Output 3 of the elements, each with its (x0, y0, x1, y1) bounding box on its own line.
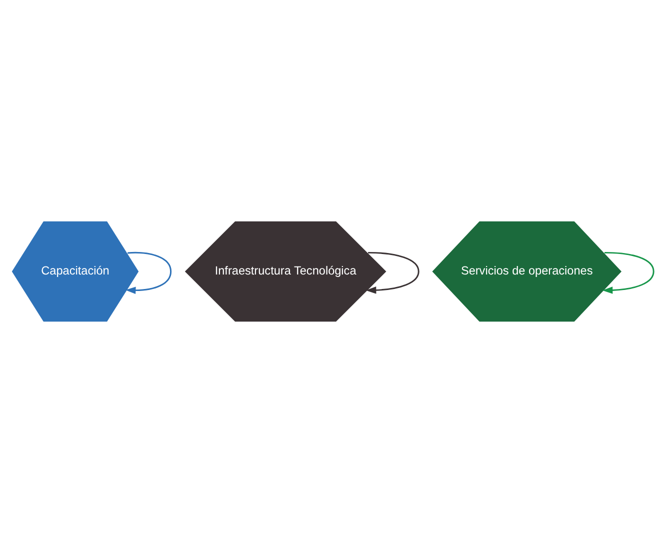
arrow (125, 252, 172, 294)
arrow (602, 252, 654, 294)
arrow (366, 252, 420, 294)
